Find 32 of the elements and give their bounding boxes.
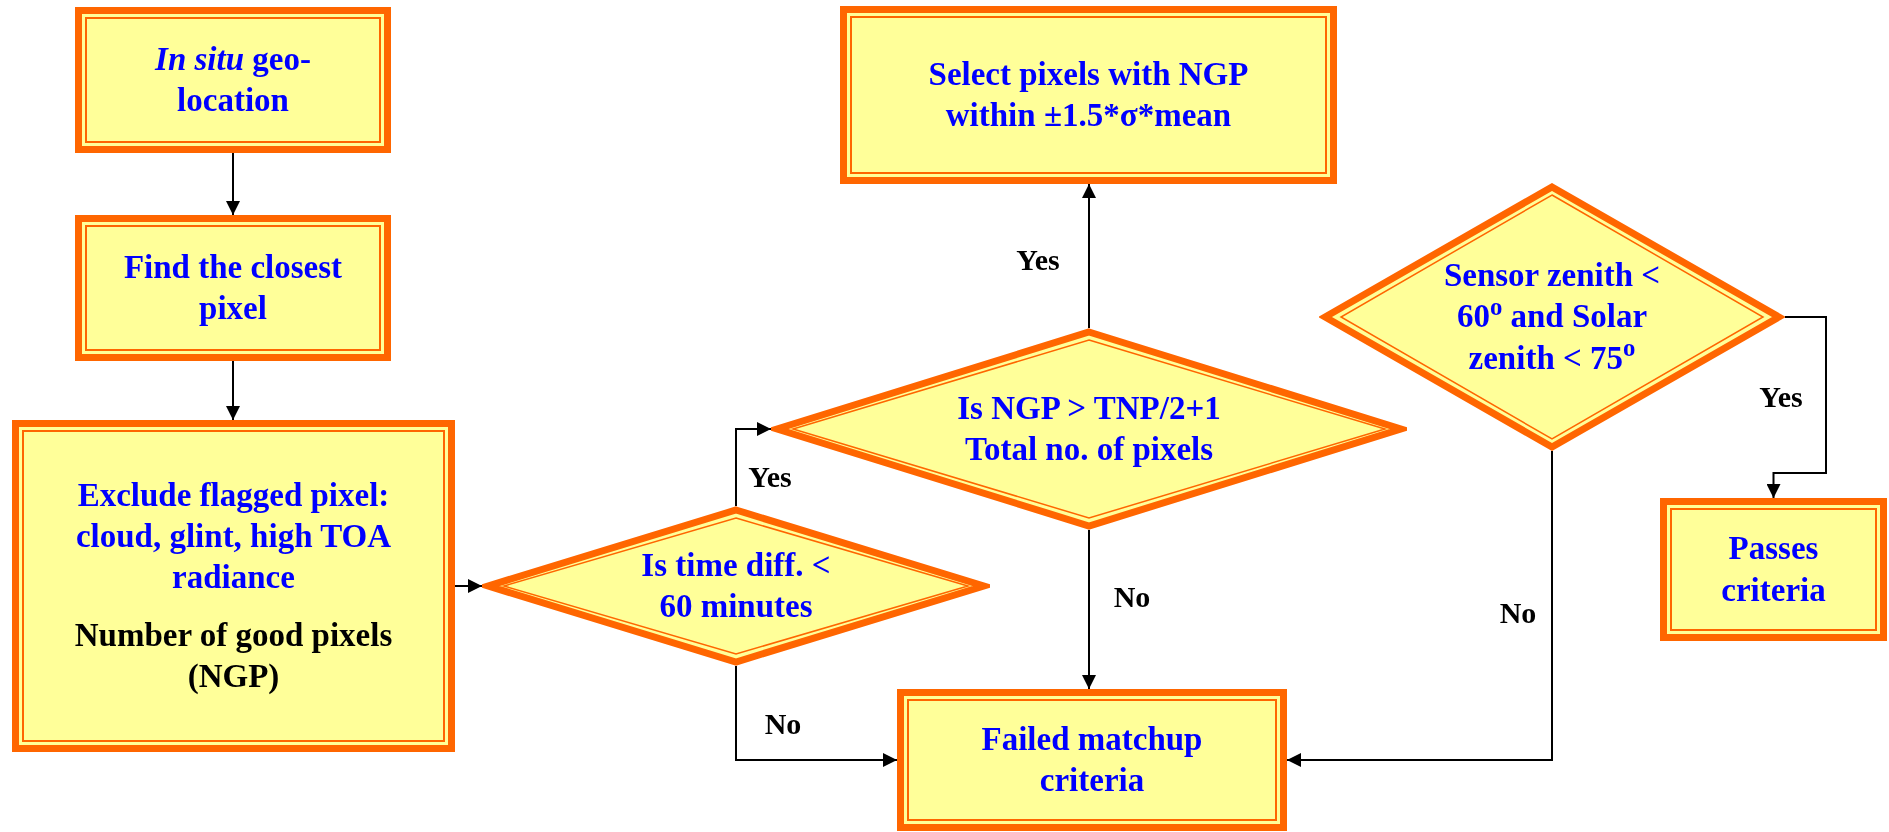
edge-label: No (1113, 578, 1151, 615)
arrow (454, 579, 483, 593)
arrow (1286, 450, 1553, 767)
process-box (75, 215, 391, 361)
node-text: Sensor zenith < 60$^{o}$ and Solar zenith < 75$^{o}$ (1442, 256, 1662, 378)
node-text: Number of good pixels (NGP) (73, 615, 394, 696)
edge-label: No (764, 705, 802, 742)
arrow (226, 360, 240, 421)
process-box (1660, 498, 1887, 641)
process-box (75, 7, 391, 153)
process-box (897, 689, 1287, 831)
node-text: Is time diff. < 60 minutes (640, 545, 832, 626)
arrow (735, 665, 898, 767)
node-text: Exclude flagged pixel: cloud, glint, high TOA radiance (74, 475, 393, 598)
node-text: Failed matchup criteria (980, 719, 1204, 800)
node-text: In situ geo-location (153, 39, 312, 120)
edge-label: No (1499, 594, 1537, 631)
process-box (12, 420, 455, 752)
edge-label: Yes (1759, 378, 1803, 415)
node-text: Select pixels with NGP within ±1.5*σ*mean (927, 54, 1250, 135)
arrow (1082, 529, 1096, 690)
node-text: Passes criteria (1720, 529, 1827, 610)
arrow (226, 152, 240, 216)
arrow (1766, 316, 1827, 499)
arrow (735, 422, 772, 507)
node-text: Find the closest pixel (122, 247, 344, 328)
edge-label: Yes (1016, 241, 1060, 278)
edge-label: Yes (748, 458, 792, 495)
arrow (1082, 183, 1096, 329)
process-box (840, 6, 1337, 184)
decision-diamond (482, 506, 990, 666)
node-text: Is NGP > TNP/2+1 Total no. of pixels (956, 388, 1222, 469)
